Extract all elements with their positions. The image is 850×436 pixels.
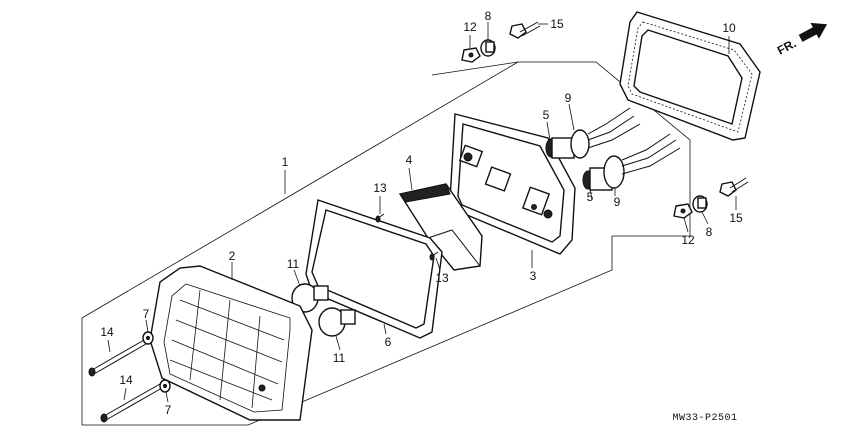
callout-13-lower: 13: [435, 271, 449, 285]
screw-13-upper: [375, 213, 385, 223]
socket-lower: [582, 133, 681, 191]
washer-7-lower: [159, 379, 171, 393]
callout-8-right: 8: [706, 225, 713, 239]
socket-upper: [545, 107, 641, 159]
screw-13-lower: [429, 251, 439, 261]
screw-14-lower: [100, 383, 163, 423]
callout-14-upper: 14: [100, 325, 114, 339]
callout-15-right: 15: [729, 211, 743, 225]
callout-12-top: 12: [463, 20, 477, 34]
front-direction-indicator: FR.: [775, 22, 828, 58]
tail-lens: [149, 265, 313, 421]
callout-9-upper: 9: [565, 91, 572, 105]
bulb-lower: [318, 307, 356, 337]
callout-15-top: 15: [550, 17, 564, 31]
bolt-15-right: [719, 177, 749, 197]
front-label: FR.: [775, 36, 799, 57]
screw-14-upper: [88, 339, 147, 377]
nut-12-right: [673, 203, 693, 219]
nut-12-top: [461, 47, 481, 63]
callouts: 1 2 3 4 5 5 6 7 7 8 8 9 9 10 11 11 12 12…: [100, 9, 743, 417]
washer-7-upper: [142, 331, 154, 345]
callout-14-lower: 14: [119, 373, 133, 387]
callout-8-top: 8: [485, 9, 492, 23]
callout-5-lower: 5: [587, 190, 594, 204]
washer-8-top: [480, 39, 496, 57]
drawing-code: MW33-P2501: [672, 413, 737, 424]
callout-12-right: 12: [681, 233, 695, 247]
callout-7-upper: 7: [143, 307, 150, 321]
callout-1: 1: [282, 155, 289, 169]
callout-11-upper: 11: [287, 257, 300, 271]
washer-8-right: [692, 195, 708, 213]
callout-9-lower: 9: [614, 195, 621, 209]
callout-3: 3: [530, 269, 537, 283]
bolt-15-top: [509, 21, 541, 39]
callout-6: 6: [385, 335, 392, 349]
callout-7-lower: 7: [165, 403, 172, 417]
callout-11-lower: 11: [333, 351, 346, 365]
lens-gasket: [305, 199, 443, 339]
gasket-frame: [619, 11, 761, 141]
callout-13-upper: 13: [373, 181, 387, 195]
callout-10: 10: [722, 21, 736, 35]
front-arrow-icon: [798, 22, 828, 42]
callout-4: 4: [406, 153, 413, 167]
leader-lines: [107, 22, 737, 403]
bulb-upper: [291, 283, 329, 313]
callout-5-upper: 5: [543, 108, 550, 122]
callout-2: 2: [229, 249, 236, 263]
